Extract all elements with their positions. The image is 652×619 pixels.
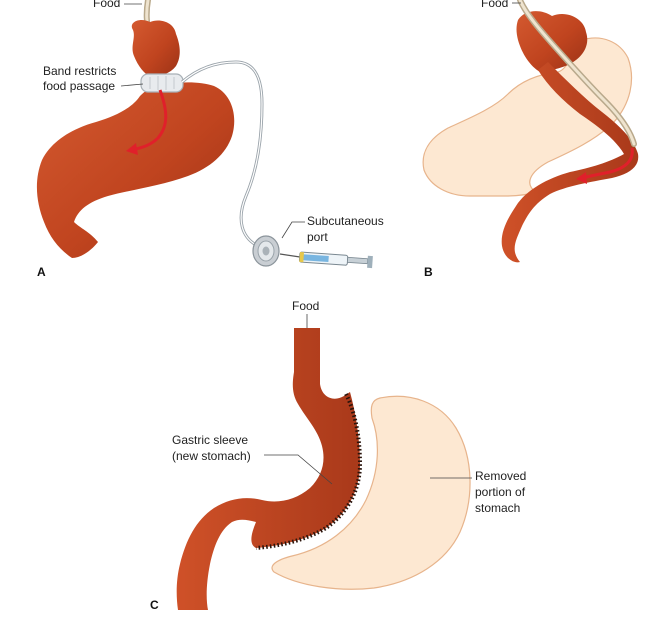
staple-line (255, 393, 363, 550)
removed-stomach-portion (271, 395, 471, 590)
panel-letter-c: C (150, 598, 159, 612)
panel-letter-a: A (37, 265, 46, 279)
removed-label-line2: portion of (475, 485, 526, 499)
panel-a (36, 0, 373, 269)
port-label-line1: Subcutaneous (307, 214, 384, 228)
sleeve-label-line1: Gastric sleeve (172, 433, 249, 447)
roux-limb (501, 62, 639, 263)
panel-letter-b: B (424, 265, 433, 279)
stomach-a (36, 82, 235, 258)
syringe (279, 251, 373, 269)
panel-c (176, 314, 472, 610)
band-label-line2: food passage (43, 79, 116, 93)
gastric-sleeve (176, 328, 360, 610)
subcutaneous-port-device (252, 235, 280, 267)
upper-pouch-a (131, 19, 180, 78)
food-flow-arrow-a (131, 89, 168, 152)
band-label-line1: Band restricts (43, 64, 117, 78)
food-flow-arrow-b (581, 147, 634, 180)
sleeve-label-line2: (new stomach) (172, 449, 251, 463)
food-label-b: Food (481, 0, 509, 10)
panel-b (422, 0, 639, 263)
gastric-band (140, 73, 184, 93)
port-label-line2: port (307, 230, 328, 244)
removed-label-line1: Removed (475, 469, 527, 483)
removed-label-line3: stomach (475, 501, 521, 515)
food-label-c: Food (292, 299, 320, 313)
food-label-a: Food (93, 0, 121, 10)
